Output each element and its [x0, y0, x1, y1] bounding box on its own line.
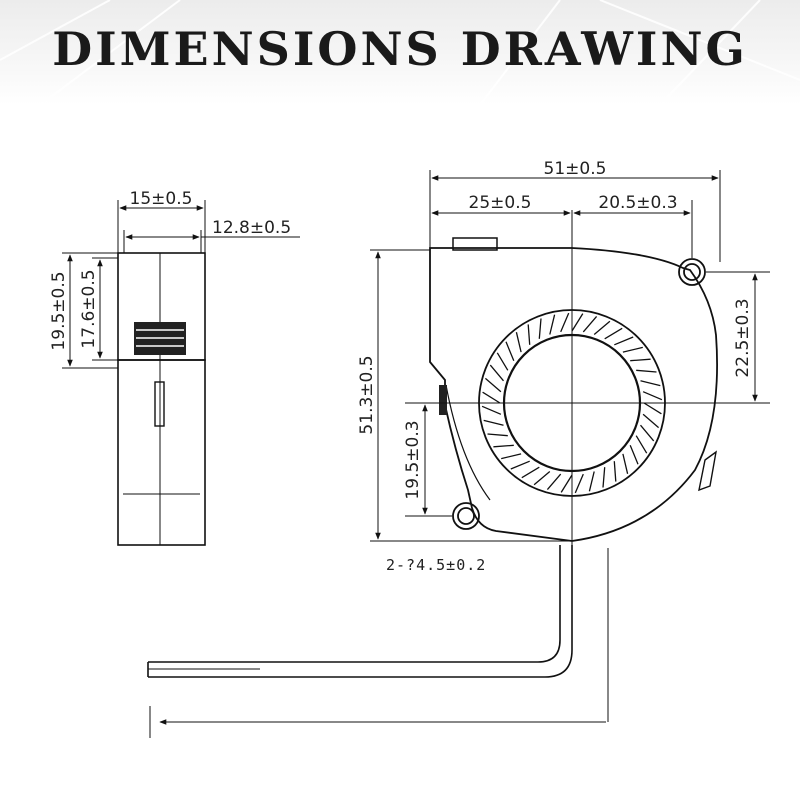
- impeller-blade: [571, 313, 584, 332]
- impeller-blade: [642, 391, 663, 401]
- impeller-blade: [484, 377, 502, 393]
- dim-side-inner-width: 12.8±0.5: [212, 218, 291, 238]
- impeller-blade: [640, 380, 661, 387]
- dim-mounting-holes: 2-?4.5±0.2: [386, 556, 486, 574]
- fan-right-tab: [698, 450, 717, 492]
- fan-housing-inner-wall: [445, 384, 491, 501]
- fan-housing-outline: [429, 247, 718, 542]
- impeller-blade: [482, 391, 501, 404]
- fan-cable: [147, 545, 573, 678]
- impeller-blade: [640, 424, 655, 442]
- impeller-blade: [560, 312, 570, 333]
- impeller-blade: [604, 327, 623, 340]
- dim-left-to-center: 25±0.5: [469, 193, 532, 213]
- impeller-blade: [622, 453, 629, 474]
- impeller-blade: [613, 461, 617, 482]
- impeller-blades: [481, 312, 663, 494]
- side-view-outlet-grill: [136, 329, 184, 347]
- header-decoration: [0, 0, 800, 105]
- impeller-blade: [630, 358, 651, 362]
- impeller-blade: [515, 332, 522, 353]
- mounting-hole-bottom-left: [452, 502, 480, 530]
- impeller-blade: [493, 444, 514, 448]
- dim-hole-to-center-left: 19.5±0.3: [403, 420, 423, 499]
- impeller-blade: [533, 471, 551, 486]
- impeller-blade: [629, 445, 639, 465]
- mounting-hole-top-right-inner: [683, 263, 701, 281]
- side-view-body-lower: [117, 359, 206, 546]
- impeller-blade: [538, 318, 542, 339]
- side-view-tab: [154, 381, 165, 427]
- impeller-blade: [588, 471, 595, 492]
- impeller-blade: [527, 324, 531, 345]
- impeller-blade: [501, 453, 522, 460]
- header-banner: DIMENSIONS DRAWING: [0, 0, 800, 105]
- page-title: DIMENSIONS DRAWING: [52, 22, 748, 76]
- mounting-hole-bottom-left-inner: [457, 507, 475, 525]
- dim-side-inner-height: 17.6±0.5: [79, 269, 99, 348]
- dim-overall-width: 51±0.5: [544, 159, 607, 179]
- impeller-blade: [622, 346, 643, 353]
- fan-top-notch: [452, 237, 498, 251]
- impeller-blade: [602, 467, 606, 488]
- impeller-blade: [481, 405, 502, 415]
- dim-side-height: 19.5±0.5: [49, 271, 69, 350]
- front-view-dimensions: [149, 170, 770, 738]
- mounting-hole-top-right: [678, 258, 706, 286]
- impeller-blade: [574, 473, 584, 494]
- impeller-blade: [593, 320, 611, 335]
- impeller-blade: [546, 473, 562, 491]
- impeller-blade: [510, 460, 530, 470]
- impeller-blade: [642, 413, 660, 429]
- impeller-blade: [483, 419, 504, 426]
- impeller-blade: [560, 474, 573, 493]
- impeller-blade: [505, 341, 515, 361]
- dim-center-to-hole: 20.5±0.3: [598, 193, 677, 213]
- impeller-blade: [489, 364, 504, 382]
- side-view: [117, 252, 206, 546]
- impeller-blade: [521, 466, 540, 479]
- impeller-blade: [582, 315, 598, 333]
- side-view-dimensions: [62, 200, 300, 369]
- dim-side-width: 15±0.5: [130, 189, 193, 209]
- impeller-blade: [635, 435, 648, 454]
- impeller-blade: [549, 314, 556, 335]
- dim-overall-height: 51.3±0.5: [357, 355, 377, 434]
- impeller-blade: [487, 433, 508, 437]
- impeller-blade: [643, 402, 662, 415]
- impeller-blade: [614, 336, 634, 346]
- front-view: [429, 210, 750, 545]
- impeller-blade: [636, 369, 657, 373]
- dim-hole-to-center-right: 22.5±0.3: [733, 298, 753, 377]
- impeller-blade: [496, 352, 509, 371]
- fan-side-tab: [439, 385, 447, 415]
